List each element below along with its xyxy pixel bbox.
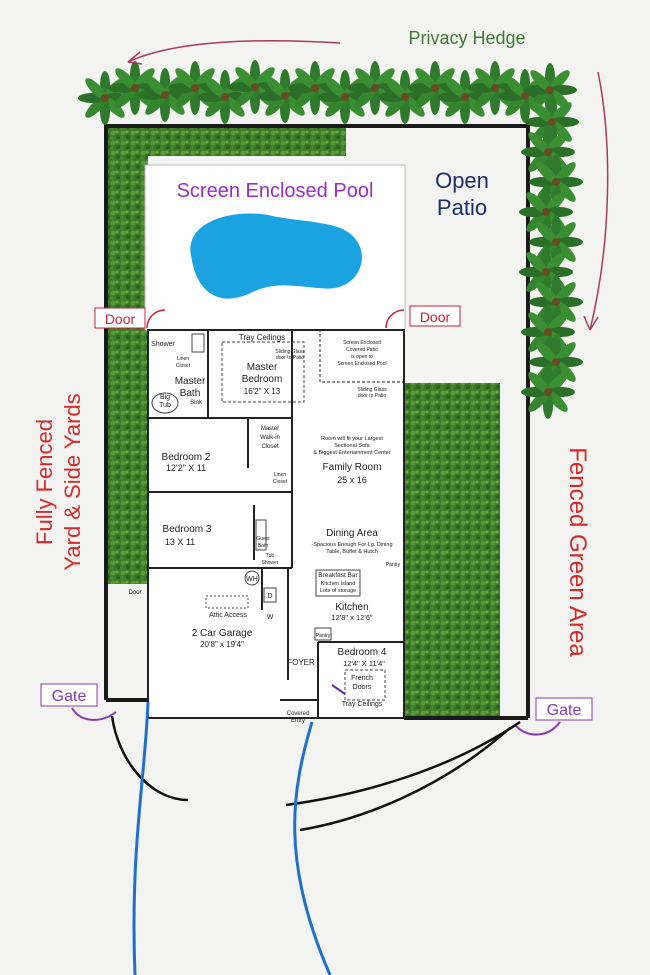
door-label-right-text: Door xyxy=(420,309,451,325)
breakfast-bar: Breakfast Bar xyxy=(318,572,358,579)
french-doors-2: Doors xyxy=(353,684,372,691)
sliding-glass-2a: Sliding Glass xyxy=(357,387,387,393)
d-label: D xyxy=(267,593,272,600)
property-fence xyxy=(104,124,530,718)
dining-note-1: -Spacious Enough For Lg. Dining xyxy=(311,542,392,548)
french-doors-1: French xyxy=(351,675,373,682)
master-walkin-2: Walk-in xyxy=(260,435,280,441)
gate-label-right xyxy=(535,697,593,721)
pool-water xyxy=(187,210,365,302)
linen-closet-1: Linen xyxy=(177,356,189,362)
gate-label-left xyxy=(40,683,98,707)
covered-entry-2: Entry xyxy=(291,718,305,724)
door-label-left-text: Door xyxy=(105,311,136,327)
arrowhead xyxy=(583,315,599,331)
door-swing-icon xyxy=(385,309,405,329)
master-walkin-3: Closet xyxy=(261,444,278,450)
big-tub-1: Big xyxy=(160,394,170,401)
door-label-right xyxy=(409,305,461,327)
door-label-left xyxy=(94,307,146,329)
privacy-hedge-label: Privacy Hedge xyxy=(408,28,525,48)
covered-entry-1: Covered xyxy=(287,711,310,717)
covered-patio-2: Covered Patio xyxy=(346,347,378,353)
door-swing-icon xyxy=(146,309,166,329)
family-room-label: Family Room xyxy=(323,462,382,473)
attic-access: Attic Access xyxy=(209,612,247,619)
driveway xyxy=(110,715,521,832)
palm-tree-icon xyxy=(78,60,577,125)
left-side-hedge xyxy=(106,126,148,584)
covered-patio-3: is open to xyxy=(351,354,373,360)
pantry-2: Pantry xyxy=(316,633,331,639)
right-green-area xyxy=(404,383,500,718)
room-labels: Tray Ceilings Shower Linen Closet Master… xyxy=(128,333,400,724)
shower-label: Shower xyxy=(151,341,175,348)
kitchen-dim: 12'8" x 12'6" xyxy=(331,613,372,622)
curved-arrow-icon xyxy=(589,71,609,331)
covered-patio-1: Screen Enclosed xyxy=(343,340,381,346)
covered-patio-4: Screen Enclosed Pool xyxy=(337,361,386,367)
bedroom2-label: Bedroom 2 xyxy=(162,452,211,463)
family-note-1: Room will fit your Largest xyxy=(321,436,383,442)
bedroom3-label: Bedroom 3 xyxy=(163,524,212,535)
tub-shower-2: Shower xyxy=(262,560,279,566)
tray-ceilings-bottom: Tray Ceilings xyxy=(342,701,383,708)
side-yards-label: Yard & Side Yards xyxy=(60,393,85,570)
bedroom4-dim: 12'4" X 11'4" xyxy=(343,659,385,668)
gate-arrow-icon xyxy=(71,707,117,721)
sliding-glass-1a: Sliding Glass xyxy=(275,349,305,355)
fully-fenced-label: Fully Fenced xyxy=(32,419,57,545)
fixtures xyxy=(151,333,386,701)
guest-bath-2: Bath xyxy=(258,543,269,549)
sink-label: Sink xyxy=(190,400,203,406)
pool-label: Screen Enclosed Pool xyxy=(177,180,374,202)
tray-ceilings-top: Tray Ceilings xyxy=(239,333,285,342)
curved-arrow-icon xyxy=(127,39,341,63)
bedroom2-dim: 12'2" X 11 xyxy=(166,463,206,473)
linen-closet-2: Closet xyxy=(176,363,191,369)
bedroom4-label: Bedroom 4 xyxy=(338,647,387,658)
gate-label-left-text: Gate xyxy=(52,688,87,705)
sliding-glass-2b: door to Patio xyxy=(358,393,387,399)
gate-label-right-text: Gate xyxy=(547,702,582,719)
sliding-glass-1b: door to Patio xyxy=(276,355,305,361)
big-tub-2: Tub xyxy=(159,402,171,409)
open-patio-label-2: Patio xyxy=(437,195,487,220)
dining-note-2: Table, Buffet & Hutch xyxy=(326,549,378,555)
garage-dim: 20'8" x 19'4" xyxy=(200,640,244,649)
garage-label: 2 Car Garage xyxy=(192,628,253,639)
pantry-1: Pantry xyxy=(386,562,401,568)
walkway xyxy=(132,701,332,975)
family-note-2: Sectional Sofa xyxy=(334,443,370,449)
master-bedroom-1: Master xyxy=(247,362,278,373)
fenced-green-area-label: Fenced Green Area xyxy=(564,447,591,657)
arrowhead xyxy=(127,51,143,65)
master-walkin-1: Master xyxy=(261,426,279,432)
master-bath-1: Master xyxy=(175,376,206,387)
gate-arrow-icon xyxy=(515,721,561,736)
kitchen-label: Kitchen xyxy=(335,602,368,613)
door-garage: Door xyxy=(128,590,141,596)
bedroom3-dim: 13 X 11 xyxy=(165,537,195,547)
open-patio-label-1: Open xyxy=(435,168,489,193)
family-room-dim: 25 x 16 xyxy=(337,475,367,485)
guest-bath-1: Guest xyxy=(256,536,270,542)
dining-area-label: Dining Area xyxy=(326,528,378,539)
master-bath-2: Bath xyxy=(180,388,201,399)
lots-storage: Lots of storage xyxy=(320,588,356,594)
wh-label: WH xyxy=(246,576,258,583)
linen-2a: Linen xyxy=(274,472,286,478)
french-door-arrow xyxy=(331,684,346,695)
w-label: W xyxy=(267,614,274,621)
floor-plan xyxy=(147,329,405,719)
master-bedroom-2: Bedroom xyxy=(242,374,283,385)
kitchen-island: Kitchen Island xyxy=(321,581,356,587)
tub-shower-1: Tub xyxy=(266,553,275,559)
foyer-label: FOYER xyxy=(287,658,315,667)
master-bedroom-dim: 16'2" X 13 xyxy=(244,387,281,396)
linen-2b: Closet xyxy=(273,479,288,485)
family-note-3: & Biggest Entertainment Center xyxy=(313,450,391,456)
